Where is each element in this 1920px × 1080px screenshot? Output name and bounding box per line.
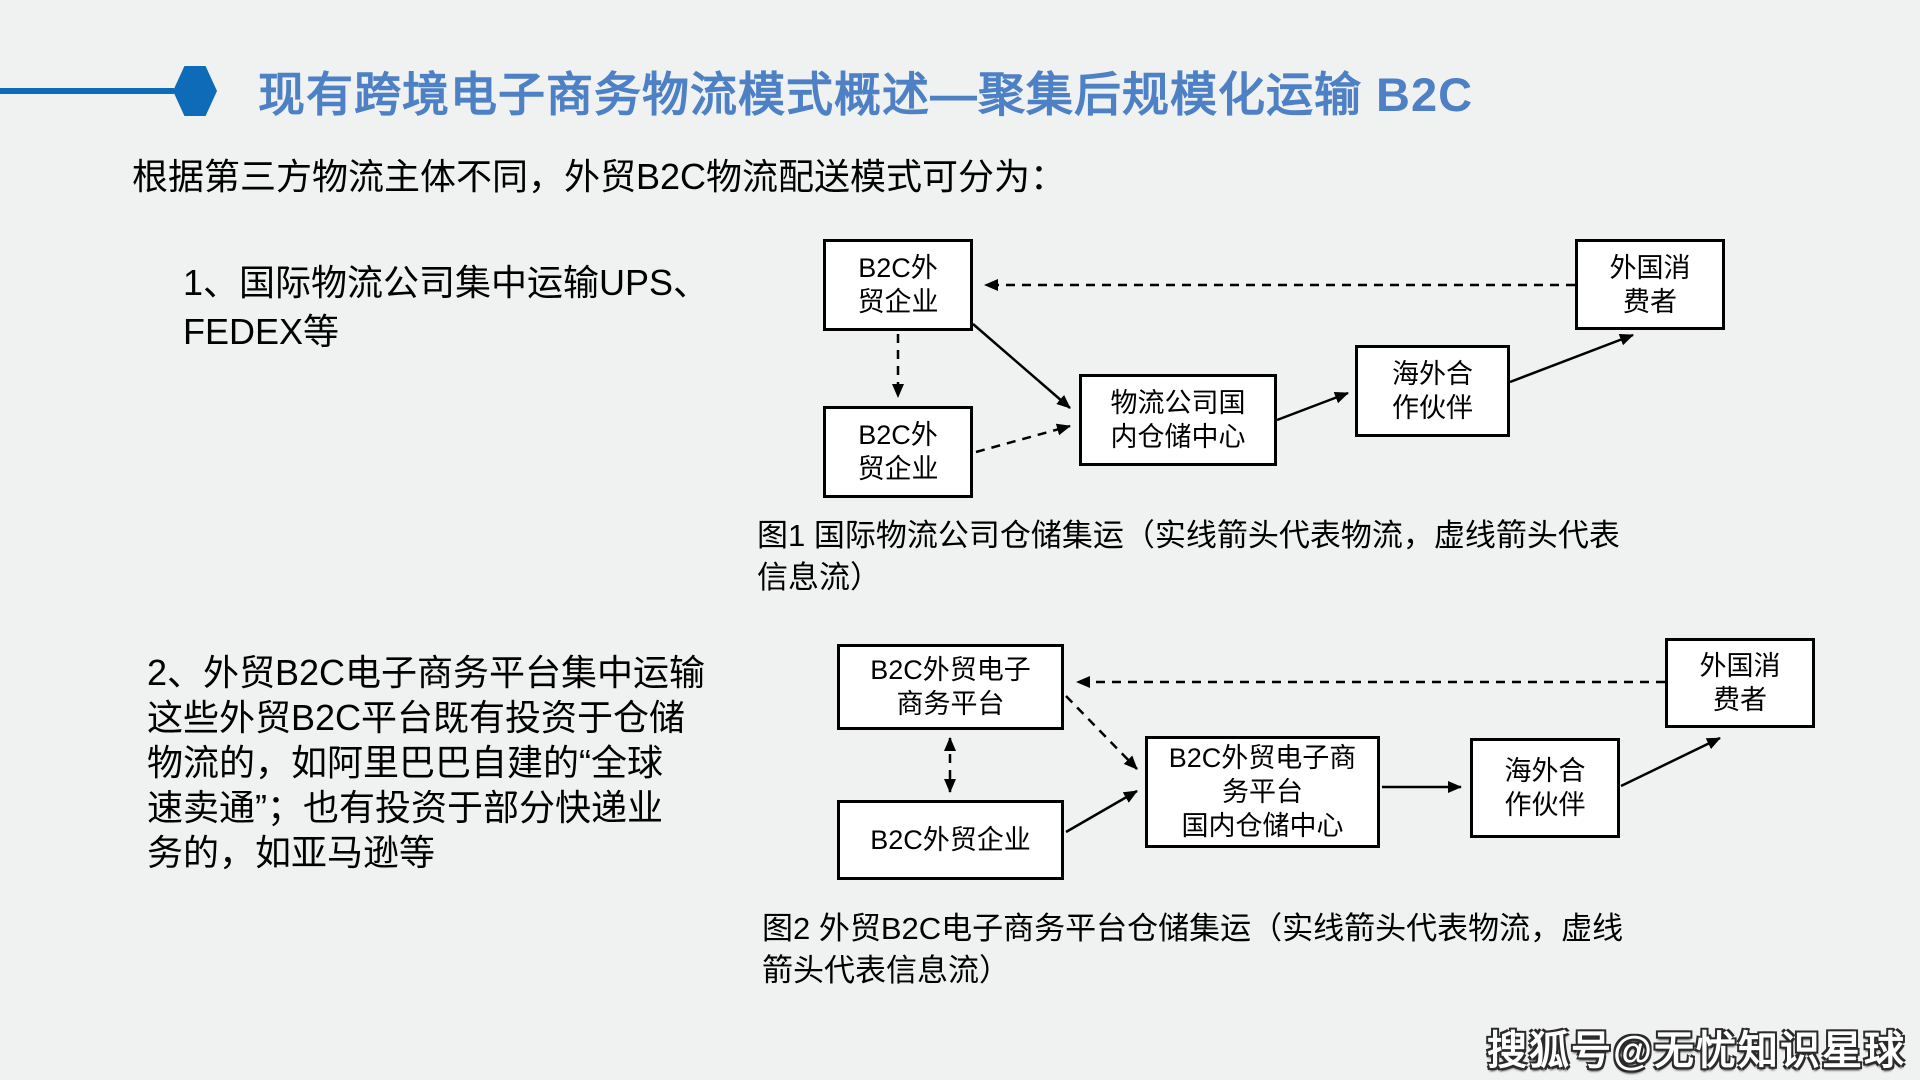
diagram2-edge-3 xyxy=(1065,789,1138,834)
diagram1-node-b2c-trade-company-bottom: B2C外 贸企业 xyxy=(823,406,973,498)
accent-line xyxy=(0,88,174,94)
watermark: 搜狐号@无忧知识星球 xyxy=(1487,1029,1907,1073)
slide-title: 现有跨境电子商务物流模式概述—聚集后规模化运输 B2C xyxy=(258,68,1474,121)
diagram1-node-logistics-domestic-warehouse: 物流公司国 内仓储中心 xyxy=(1079,374,1277,466)
diagram2-edge-5 xyxy=(1620,736,1721,788)
diagram2-node-overseas-partner: 海外合 作伙伴 xyxy=(1470,738,1620,838)
diagram2-node-b2c-trade-company: B2C外贸企业 xyxy=(837,800,1064,880)
accent-hexagon-icon xyxy=(173,66,217,116)
diagram1-node-foreign-consumer: 外国消 费者 xyxy=(1575,239,1725,330)
list-item-1: 1、国际物流公司集中运输UPS、 FEDEX等 xyxy=(183,262,710,352)
diagram1-edge-4 xyxy=(1276,391,1349,422)
diagram1-edge-5 xyxy=(1509,333,1634,384)
diagram2-edge-2 xyxy=(1065,695,1138,770)
diagram2-node-foreign-consumer: 外国消 费者 xyxy=(1665,638,1815,728)
diagram1-edge-1 xyxy=(972,323,1071,409)
diagram1-node-overseas-partner: 海外合 作伙伴 xyxy=(1355,345,1510,437)
intro-text: 根据第三方物流主体不同，外贸B2C物流配送模式可分为： xyxy=(132,156,1067,197)
diagram2-node-platform-domestic-warehouse: B2C外贸电子商 务平台 国内仓储中心 xyxy=(1145,736,1380,848)
figure2-caption: 图2 外贸B2C电子商务平台仓储集运（实线箭头代表物流，虚线 箭头代表信息流） xyxy=(762,911,1624,988)
list-item-2: 2、外贸B2C电子商务平台集中运输 这些外贸B2C平台既有投资于仓储 物流的，如… xyxy=(147,652,706,873)
diagram1-edge-3 xyxy=(975,423,1071,454)
figure1-caption: 图1 国际物流公司仓储集运（实线箭头代表物流，虚线箭头代表 信息流） xyxy=(757,518,1620,595)
diagram1-node-b2c-trade-company-top: B2C外 贸企业 xyxy=(823,239,973,331)
diagram2-node-b2c-ecommerce-platform: B2C外贸电子 商务平台 xyxy=(837,644,1064,730)
